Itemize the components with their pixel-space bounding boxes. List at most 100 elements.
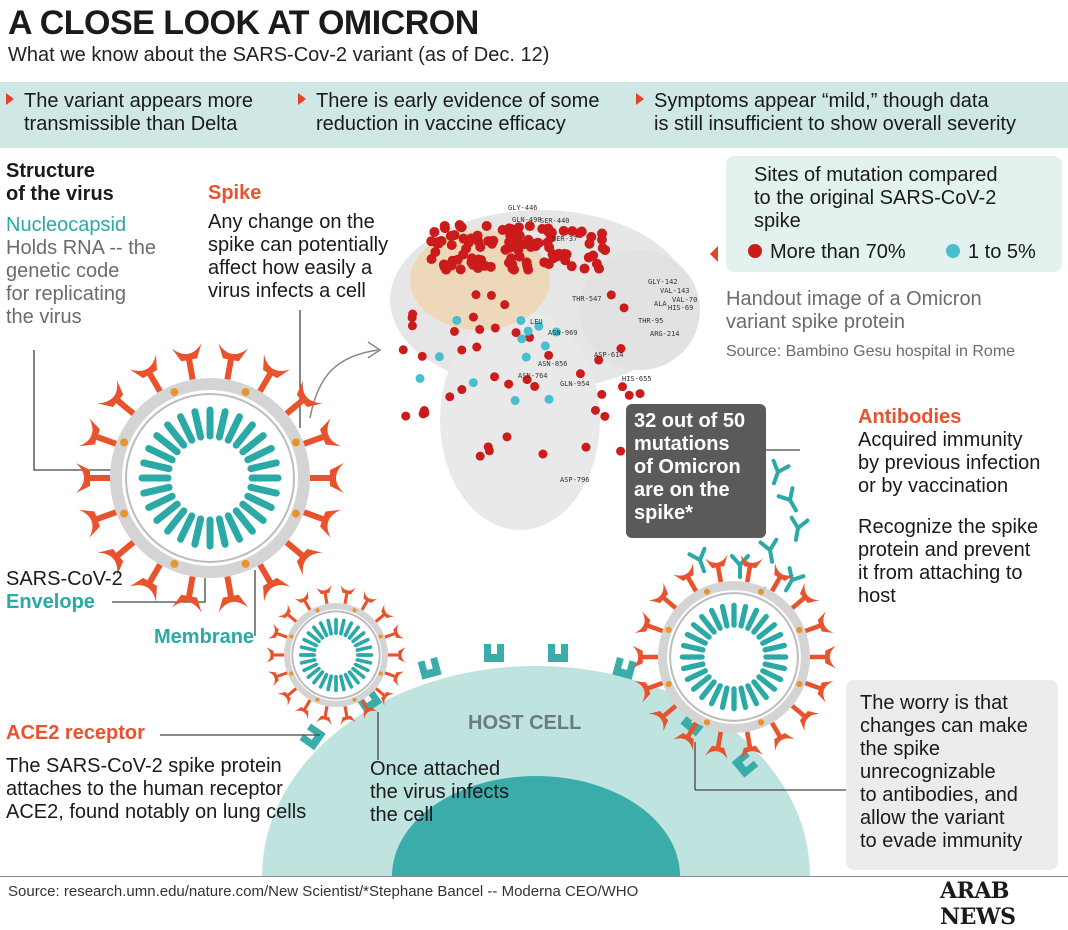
mutation-dot: [468, 312, 478, 322]
rna-coil: [239, 500, 267, 524]
handout-line: Handout image of a Omicron: [726, 288, 982, 310]
rna-coil: [339, 674, 346, 692]
ace2-receptor-icon: [731, 750, 759, 778]
mutations-line: of Omicron: [634, 456, 741, 478]
mutation-dot: [417, 351, 427, 361]
residue-label: THR-95: [638, 317, 664, 325]
spike-icon: [634, 680, 664, 703]
rna-coil: [351, 666, 366, 679]
rna-coil: [312, 625, 325, 640]
mutation-dot: [538, 449, 548, 459]
spike-icon: [78, 418, 118, 447]
mutation-dot: [419, 406, 429, 416]
residue-label: ASN-969: [548, 329, 578, 337]
spike-icon: [770, 563, 795, 593]
nucleocapsid-text: Holds RNA -- the: [6, 237, 157, 259]
rna-coil: [318, 621, 329, 638]
mutation-dot: [466, 253, 477, 264]
host-cell-label: HOST CELL: [468, 712, 582, 734]
rna-coil: [708, 683, 723, 707]
mutation-dot: [408, 309, 418, 319]
spike-icon: [804, 680, 834, 703]
mutation-dot: [401, 411, 411, 421]
mutation-dot: [544, 350, 554, 360]
mutation-dot: [514, 251, 525, 262]
rna-coil: [299, 645, 317, 652]
residue-label: GLY-446: [508, 204, 538, 212]
spike-icon: [340, 585, 356, 605]
mutation-dot: [558, 225, 569, 236]
key-facts-band: [0, 82, 1068, 148]
teal-dot-icon: [946, 244, 960, 258]
mutation-dot: [523, 264, 534, 275]
mutation-dot: [434, 352, 444, 362]
rna-coil: [353, 637, 370, 648]
spike-icon: [790, 704, 820, 732]
spike-icon: [218, 343, 249, 381]
spike-block: Spike Any change on the spike can potent…: [208, 182, 388, 303]
triangle-bullet-icon: [298, 93, 306, 105]
bullet-text: There is early evidence of some: [316, 90, 600, 112]
mutation-dot: [454, 220, 465, 231]
ace2-block: ACE2 receptor The SARS-CoV-2 spike prote…: [6, 722, 306, 824]
spike-icon: [705, 731, 728, 760]
mutation-dot: [516, 315, 526, 325]
spike-icon: [267, 671, 288, 687]
spike-icon: [740, 731, 763, 760]
rna-coil: [756, 674, 778, 692]
mutation-dot: [490, 323, 500, 333]
antibodies-text: it from attaching to: [858, 562, 1023, 584]
mutations-line: spike*: [634, 502, 693, 524]
rna-coil: [738, 685, 749, 711]
rna-coil: [355, 658, 373, 665]
source-footer: Source: research.umn.edu/nature.com/New …: [8, 883, 639, 900]
spike-icon: [705, 554, 728, 583]
attached-block: Once attached the virus infects the cell: [370, 758, 509, 827]
mutation-dot: [539, 257, 550, 268]
rna-coil: [751, 679, 769, 701]
mutation-dot: [506, 253, 517, 264]
leader-lines: [33, 310, 846, 791]
legend-less: 1 to 5%: [968, 241, 1036, 263]
antibody-icon: [730, 554, 750, 579]
mutation-dot: [439, 223, 450, 234]
rna-coil: [306, 631, 321, 644]
mutation-dot: [449, 230, 460, 241]
antibodies-text: Recognize the spike: [858, 516, 1039, 538]
structure-line: of the virus: [6, 183, 114, 205]
rna-coil: [684, 668, 708, 683]
footer-divider: [0, 876, 1068, 877]
pointer-triangle-icon: [710, 246, 718, 262]
worry-line: the spike: [860, 738, 941, 760]
spike-icon: [130, 563, 163, 602]
worry-line: allow the variant: [860, 807, 1005, 829]
spike-icon: [384, 623, 405, 639]
mutation-dot: [471, 290, 481, 300]
spike-icon: [374, 687, 395, 706]
mutation-dot: [619, 303, 629, 313]
rna-coil: [153, 500, 181, 524]
antibodies-text: protein and prevent: [858, 539, 1031, 561]
spike-icon: [284, 539, 323, 576]
residue-label: GLN-954: [560, 380, 590, 388]
handout-source: Source: Bambino Gesu hospital in Rome: [726, 343, 1016, 360]
rna-coil: [140, 483, 173, 497]
spike-icon: [257, 354, 290, 393]
spike-text: virus infects a cell: [208, 280, 366, 302]
mutation-dot: [504, 236, 515, 247]
mutation-dot: [581, 442, 591, 452]
bullet-text: is still insufficient to show overall se…: [654, 113, 1016, 135]
spike-icon: [316, 585, 332, 605]
rna-coil: [745, 683, 760, 707]
spike-icon: [171, 575, 202, 613]
rna-coil: [343, 621, 354, 638]
rna-coil: [247, 459, 280, 473]
spike-icon: [218, 575, 249, 613]
mutation-dot: [600, 411, 610, 421]
spike-icon: [277, 604, 298, 623]
rna-coil: [343, 672, 354, 689]
spike-heading: Spike: [208, 182, 262, 204]
spike-icon: [294, 699, 312, 720]
bullet-text: transmissible than Delta: [24, 113, 238, 135]
rna-coil: [762, 642, 788, 653]
